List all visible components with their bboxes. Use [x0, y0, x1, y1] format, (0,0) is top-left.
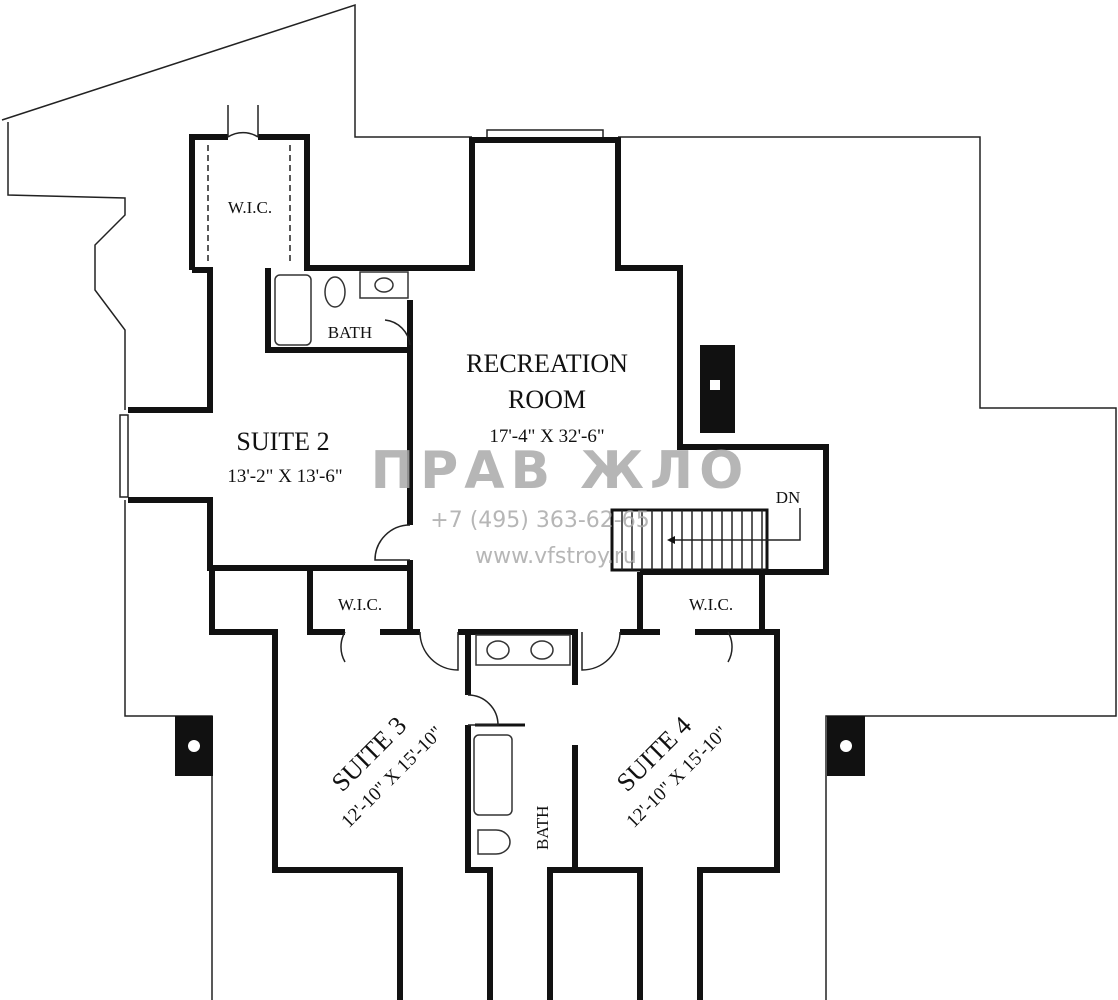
bath-top-label: BATH	[328, 323, 372, 342]
bath-bottom-label: BATH	[533, 806, 552, 850]
door-swing	[374, 524, 411, 561]
walls	[128, 134, 865, 1000]
door-swing	[727, 631, 733, 663]
watermark-website: www.vfstroy.ru	[475, 544, 637, 569]
suite-2-name: SUITE 2	[236, 427, 329, 456]
toilet-top	[324, 276, 346, 308]
fixtures	[207, 105, 733, 855]
door-swing	[340, 631, 346, 663]
wic-left-label: W.I.C.	[338, 595, 382, 614]
recreation-room-name: RECREATION	[466, 349, 628, 378]
watermark-logo: ПРАВ ЖЛО	[371, 441, 750, 501]
door-swing	[227, 105, 259, 138]
recreation-room-name-2: ROOM	[508, 385, 586, 414]
stairs	[610, 508, 801, 572]
watermark: ПРАВ ЖЛО +7 (495) 363-62-65 www.vfstroy.…	[371, 441, 750, 569]
wic-right-label: W.I.C.	[689, 595, 733, 614]
door-swing	[467, 694, 499, 726]
window-top	[486, 129, 604, 139]
bathtub-bottom	[473, 734, 513, 816]
door-swing	[581, 631, 621, 671]
window-left	[119, 414, 129, 498]
watermark-phone: +7 (495) 363-62-65	[430, 508, 649, 533]
door-swing	[384, 319, 411, 346]
suite-2-size: 13'-2" X 13'-6"	[227, 466, 342, 487]
stairs-down-label: DN	[776, 488, 801, 507]
bathtub-top	[274, 274, 312, 346]
toilet-bottom	[477, 829, 511, 855]
recreation-room-size: 17'-4" X 32'-6"	[489, 426, 604, 447]
wic-top-label: W.I.C.	[228, 198, 272, 217]
door-swing	[419, 631, 459, 671]
